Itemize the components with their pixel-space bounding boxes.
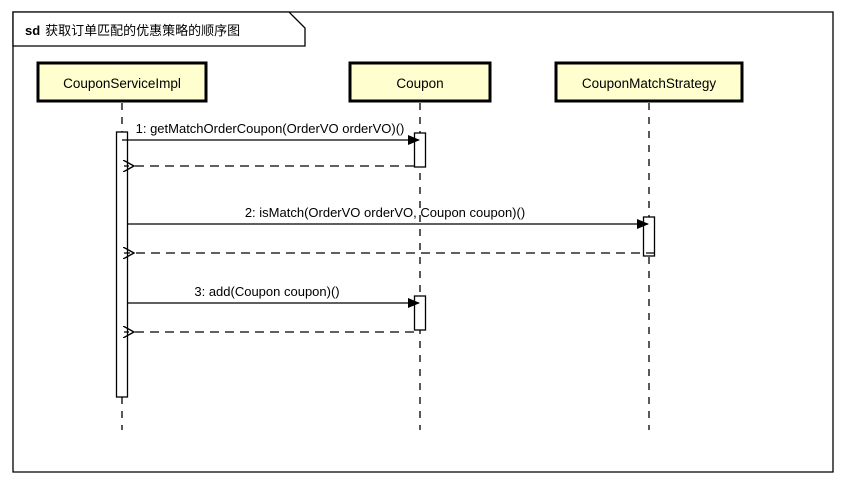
participant-label-couponserviceimpl: CouponServiceImpl — [63, 76, 181, 91]
message-2-label: 2: isMatch(OrderVO orderVO, Coupon coupo… — [245, 205, 525, 220]
activation-bar-couponmatchstrategy — [642, 216, 656, 257]
frame-name-tag — [12, 11, 306, 47]
lifelines — [121, 103, 650, 430]
message-1-call: 1: getMatchOrderCoupon(OrderVO orderVO)(… — [122, 121, 420, 145]
participant-label-couponmatchstrategy: CouponMatchStrategy — [582, 76, 717, 91]
frame-label: sd 获取订单匹配的优惠策略的顺序图 — [25, 23, 240, 38]
message-2-call: 2: isMatch(OrderVO orderVO, Coupon coupo… — [128, 205, 649, 229]
participant-couponserviceimpl[interactable]: CouponServiceImpl — [36, 61, 208, 103]
activation-bar-coupon-2 — [413, 295, 427, 331]
participant-box-coupon[interactable] — [348, 61, 492, 103]
activation-bar-couponserviceimpl — [115, 131, 129, 398]
participant-box-couponmatchstrategy[interactable] — [554, 61, 744, 103]
participant-couponmatchstrategy[interactable]: CouponMatchStrategy — [554, 61, 744, 103]
message-1-label: 1: getMatchOrderCoupon(OrderVO orderVO)(… — [136, 121, 405, 136]
participant-label-coupon: Coupon — [396, 76, 443, 91]
frame-outline — [12, 11, 834, 473]
interaction-frame — [12, 11, 834, 473]
frame-kind-label: sd — [25, 23, 40, 38]
activation-bars — [115, 131, 656, 398]
message-3-label: 3: add(Coupon coupon)() — [194, 284, 339, 299]
message-3-call: 3: add(Coupon coupon)() — [128, 284, 420, 308]
participant-box-couponserviceimpl[interactable] — [36, 61, 208, 103]
activation-bar-coupon-1 — [413, 132, 427, 168]
participant-coupon[interactable]: Coupon — [348, 61, 492, 103]
frame-title-label: 获取订单匹配的优惠策略的顺序图 — [45, 23, 240, 38]
